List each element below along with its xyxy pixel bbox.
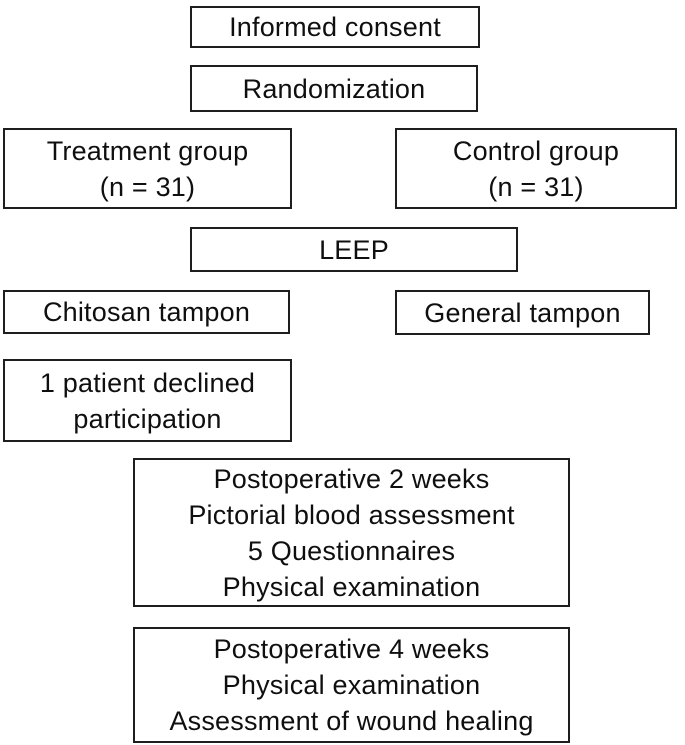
flow-box-label: LEEP (319, 234, 389, 265)
flow-box-general-tampon: General tampon (395, 290, 650, 335)
flow-box-leep: LEEP (190, 227, 518, 272)
flow-box-label: Assessment of wound healing (169, 706, 534, 736)
flow-box-label: Informed consent (229, 12, 441, 42)
flow-box-patient-declined: 1 patient declined participation (3, 359, 292, 442)
flow-box-label: (n = 31) (99, 171, 196, 202)
flow-box-label: Treatment group (46, 135, 249, 166)
flow-box-treatment-group: Treatment group (n = 31) (3, 128, 292, 209)
flow-box-label: Physical examination (222, 670, 481, 700)
flow-box-chitosan-tampon: Chitosan tampon (3, 290, 290, 334)
flow-box-label: Chitosan tampon (42, 297, 251, 327)
flow-box-randomization: Randomization (190, 65, 478, 112)
flow-box-label: Randomization (242, 73, 426, 104)
flow-box-label: Physical examination (222, 571, 481, 602)
flow-box-label: Pictorial blood assessment (188, 499, 515, 530)
flow-box-label: 1 patient declined (39, 367, 256, 398)
flow-box-control-group: Control group (n = 31) (395, 128, 677, 209)
flow-box-label: 5 Questionnaires (247, 535, 456, 566)
flow-box-label: Postoperative 4 weeks (213, 634, 490, 664)
flow-box-postoperative-4-weeks: Postoperative 4 weeks Physical examinati… (133, 627, 570, 743)
flow-box-label: Control group (452, 135, 620, 166)
flow-box-postoperative-2-weeks: Postoperative 2 weeks Pictorial blood as… (133, 458, 570, 607)
flow-box-label: Postoperative 2 weeks (213, 463, 490, 494)
flow-box-label: participation (73, 403, 222, 434)
flow-box-informed-consent: Informed consent (190, 6, 480, 48)
flow-box-label: (n = 31) (488, 171, 584, 202)
flow-box-label: General tampon (424, 297, 621, 328)
